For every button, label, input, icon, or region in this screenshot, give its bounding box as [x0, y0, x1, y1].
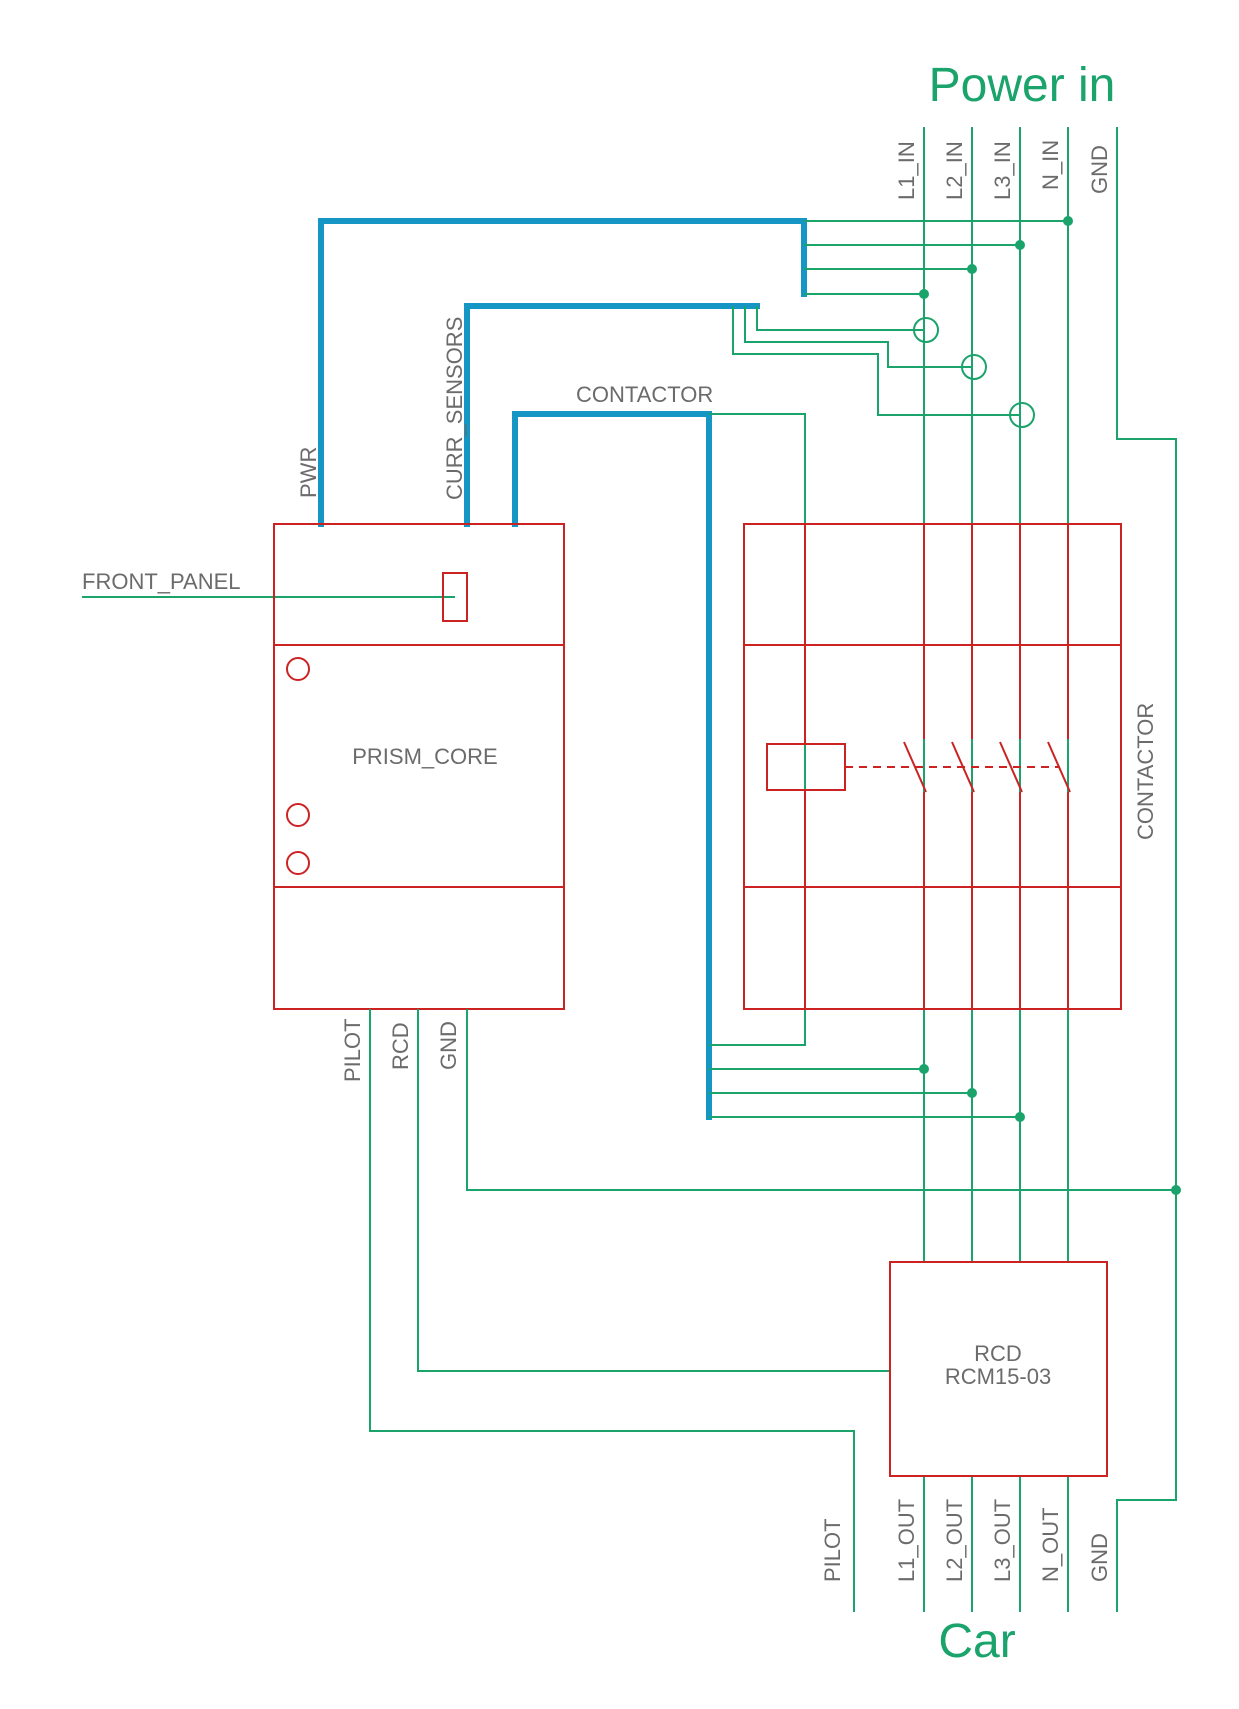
curr-sensor-wires	[732, 306, 1020, 416]
junction-dots	[919, 216, 1181, 1195]
junction-dot	[919, 289, 929, 299]
contactor-bus	[512, 411, 712, 1120]
power-lines	[923, 127, 1177, 1612]
car-pin-labels: PILOT L1_OUT L2_OUT L3_OUT N_OUT GND	[820, 1499, 1112, 1582]
pwr-bus	[318, 218, 807, 527]
prism-core-pin-rcd: RCD	[388, 1022, 413, 1070]
prism-core-pin-gnd: GND	[436, 1021, 461, 1070]
junction-dot	[1171, 1185, 1181, 1195]
junction-dot	[919, 1064, 929, 1074]
contactor-block-label: CONTACTOR	[1133, 703, 1158, 840]
power-in-pin-labels: L1_IN L2_IN L3_IN N_IN GND	[894, 140, 1112, 200]
pin-label-pilot-out: PILOT	[820, 1518, 845, 1582]
current-sensor-l3-icon	[1009, 402, 1035, 428]
mount-hole-icon	[286, 657, 310, 681]
pin-label-l1-in: L1_IN	[894, 141, 919, 200]
current-sensor-l2-icon	[961, 354, 987, 380]
pilot-wire	[369, 1009, 855, 1612]
junction-dot	[1015, 1112, 1025, 1122]
gnd-return-wire	[466, 1009, 1176, 1191]
pwr-taps	[804, 220, 1068, 295]
pin-label-l3-in: L3_IN	[990, 141, 1015, 200]
contactor-coil-wire	[709, 413, 806, 1046]
contactor-taps	[709, 1068, 1020, 1118]
rcd-label: RCD	[974, 1341, 1022, 1366]
prism-core-pin-labels: PILOT RCD GND	[340, 1018, 461, 1082]
pin-label-gnd-out: GND	[1087, 1533, 1112, 1582]
pin-label-l1-out: L1_OUT	[894, 1499, 919, 1582]
power-in-title: Power in	[929, 59, 1116, 112]
pin-label-n-in: N_IN	[1038, 140, 1063, 190]
pwr-bus-label: PWR	[296, 447, 321, 498]
rcd-outline	[889, 1261, 1108, 1477]
curr-sensor-wire-l3	[732, 306, 1020, 416]
wire-gnd	[1116, 127, 1177, 1612]
rcd-signal-wire	[417, 1009, 890, 1372]
contactor-switch-l3	[999, 524, 1023, 1009]
prism-core-pin-pilot: PILOT	[340, 1018, 365, 1082]
pin-label-l2-out: L2_OUT	[942, 1499, 967, 1582]
curr-sensor-wire-l2	[744, 306, 972, 368]
contactor-switch-l1	[903, 524, 927, 1009]
junction-dot	[1063, 216, 1073, 226]
current-sensor-l1-icon	[913, 317, 939, 343]
pin-label-gnd-in: GND	[1087, 145, 1112, 194]
contactor-switch-l2	[951, 524, 975, 1009]
contactor-switch-n	[1047, 524, 1071, 1009]
front-panel-connector-icon	[442, 572, 468, 622]
prism-core-label: PRISM_CORE	[352, 744, 497, 769]
rcd-block: RCD RCM15-03	[889, 1261, 1108, 1477]
curr-sensor-wire-l1	[756, 306, 924, 331]
contactor-block: CONTACTOR	[743, 523, 1158, 1010]
contactor-bus-label: CONTACTOR	[576, 382, 713, 407]
pin-label-n-out: N_OUT	[1038, 1507, 1063, 1582]
contactor-outline	[743, 523, 1122, 1010]
junction-dot	[967, 1088, 977, 1098]
rcd-part-number: RCM15-03	[945, 1364, 1051, 1389]
front-panel-label: FRONT_PANEL	[82, 569, 241, 594]
curr-sensors-bus	[464, 303, 760, 527]
pin-label-l2-in: L2_IN	[942, 141, 967, 200]
mount-hole-icon	[286, 803, 310, 827]
junction-dot	[967, 264, 977, 274]
car-title: Car	[938, 1615, 1015, 1668]
curr-sensors-bus-label: CURR_SENSORS	[442, 317, 467, 500]
mount-hole-icon	[286, 851, 310, 875]
pin-label-l3-out: L3_OUT	[990, 1499, 1015, 1582]
junction-dot	[1015, 240, 1025, 250]
